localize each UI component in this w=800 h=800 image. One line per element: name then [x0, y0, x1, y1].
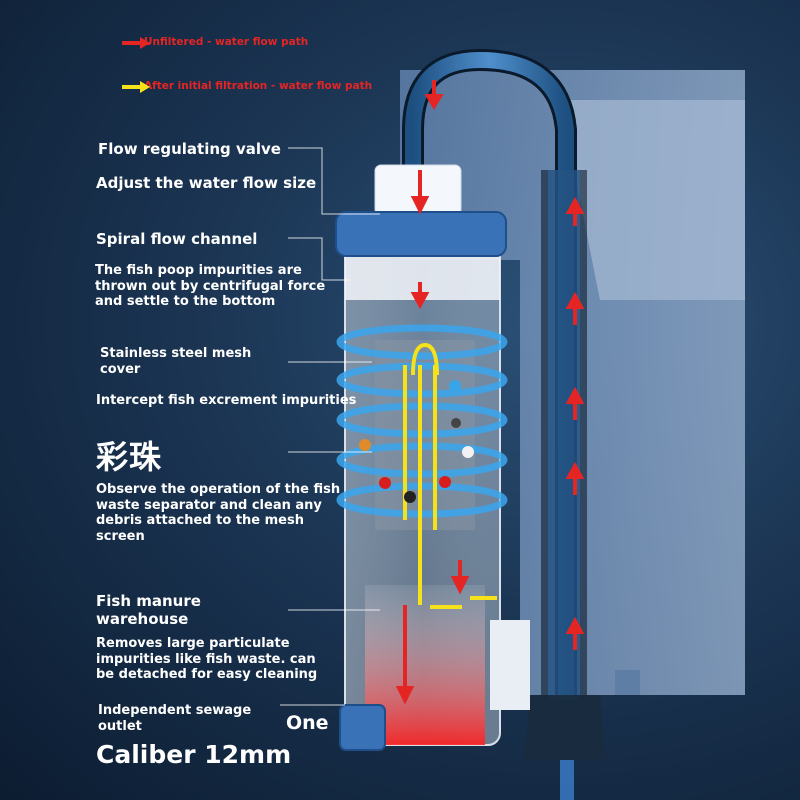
legend-unfiltered: Unfiltered - water flow path — [122, 36, 309, 49]
return-pipe — [402, 48, 606, 800]
removes-label: Removes large particulate impurities lik… — [96, 636, 318, 683]
intercept-label: Intercept fish excrement impurities — [96, 393, 357, 408]
caliber-label: Caliber 12mm — [96, 740, 292, 769]
colored-beads — [359, 380, 474, 503]
mesh-cover-label: Stainless steel mesh cover — [100, 346, 252, 377]
legend-filtered: After initial filtration - water flow pa… — [122, 80, 373, 93]
legend-unfiltered-text: Unfiltered - water flow path — [144, 36, 309, 48]
sewage-outlet — [339, 704, 386, 751]
observe-label: Observe the operation of the fish waste … — [96, 482, 341, 544]
yellow-arrow-icon — [122, 81, 150, 93]
leader-lines — [280, 147, 380, 706]
legend-filtered-text: After initial filtration - water flow pa… — [144, 80, 373, 92]
adjust-flow-label: Adjust the water flow size — [96, 174, 317, 192]
flow-valve-label: Flow regulating valve — [98, 140, 281, 158]
one-label: One — [286, 712, 329, 734]
unfiltered-flow — [395, 80, 585, 705]
spiral-desc-label: The fish poop impurities are thrown out … — [95, 263, 326, 310]
red-arrow-icon — [122, 37, 150, 49]
colored-beads-label: 彩珠 — [96, 438, 163, 476]
sewage-outlet-label: Independent sewage outlet — [98, 703, 252, 734]
warehouse-label: Fish manure warehouse — [96, 592, 201, 628]
spiral-channel-label: Spiral flow channel — [96, 230, 258, 248]
